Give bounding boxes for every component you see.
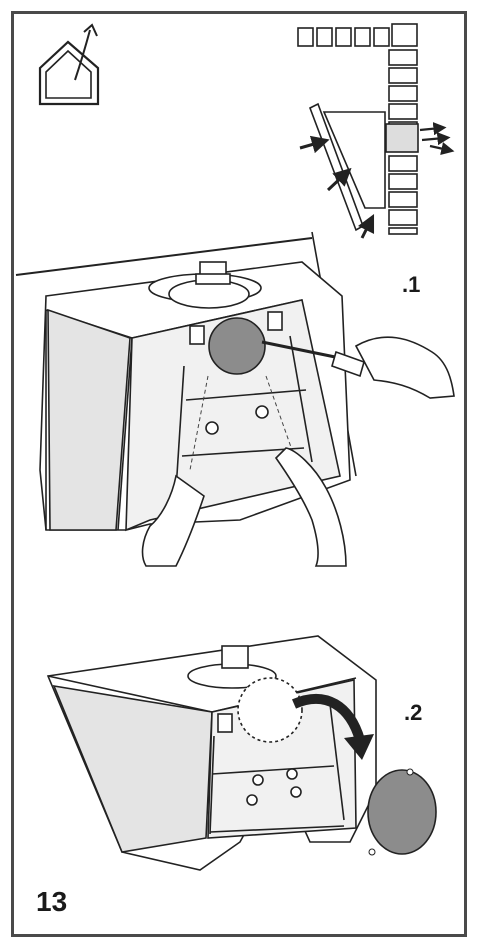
figure-number: 13	[36, 886, 67, 918]
filter-disc-2	[368, 769, 436, 855]
house-exhaust-icon	[40, 25, 98, 104]
wall-outlet-diagram	[298, 24, 448, 238]
step-label-1: .1	[402, 272, 420, 298]
hood-illustration-2	[48, 636, 376, 870]
step-label-2: .2	[404, 700, 422, 726]
